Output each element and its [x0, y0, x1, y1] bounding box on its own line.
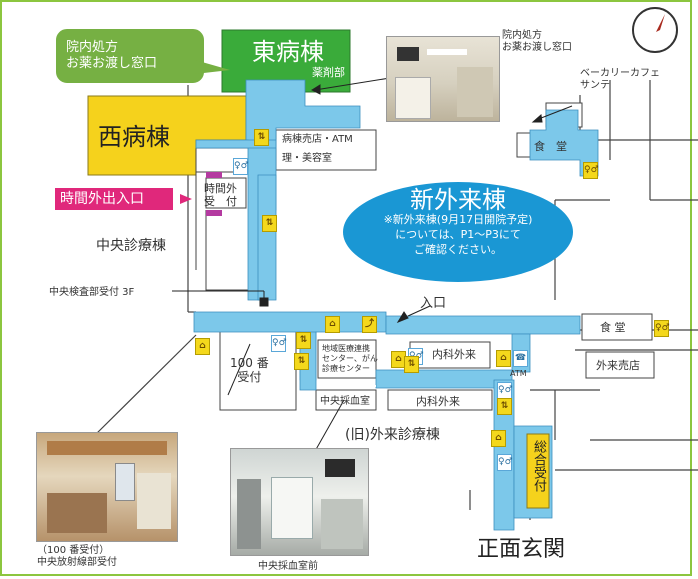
elevator-icon: ⇅ — [294, 353, 309, 370]
after-hours-bg — [55, 188, 173, 210]
internal-medicine-label-1: 内科外来 — [432, 348, 476, 361]
new-building-note: ※新外来棟(9月17日開院予定) については、P1〜P3にて ご確認ください。 — [383, 213, 533, 256]
stairs-icon: ⌂ — [195, 338, 210, 355]
stairs-icon: ⌂ — [325, 316, 340, 333]
elevator-icon: ⇅ — [254, 129, 269, 146]
restroom-icon: ♀♂ — [654, 320, 670, 337]
cafeteria-right-label: 食 堂 — [600, 321, 626, 334]
elevator-icon: ⇅ — [404, 356, 419, 373]
general-reception-label: 総合受付 — [531, 440, 546, 492]
old-outpatient-label: (旧)外来診療棟 — [345, 427, 440, 443]
photo-top-caption: 院内処方 お薬お渡し窓口 — [502, 30, 572, 53]
west-building-label: 西病棟 — [98, 123, 170, 151]
photo-bottom-left-caption: （100 番受付） 中央放射線部受付 — [37, 545, 117, 568]
outpatient-shop-label: 外来売店 — [596, 359, 640, 372]
restroom-icon: ♀♂ — [497, 382, 513, 399]
central-clinic-label: 中央診療棟 — [96, 238, 166, 254]
pink-bar — [206, 172, 222, 178]
entrance-label: 入口 — [420, 296, 447, 311]
regional-center-label: 地域医療連携 センター、がん 診療センター — [322, 344, 378, 373]
blood-collection-label: 中央採血室 — [320, 396, 370, 407]
arrow-right-icon — [180, 194, 192, 204]
telephone-icon: ☎ — [513, 350, 528, 367]
prescription-callout-bg — [54, 27, 206, 85]
elevator-icon: ⇅ — [262, 215, 277, 232]
elevator-icon: ⇅ — [296, 332, 311, 349]
barber-label: 理・美容室 — [282, 153, 332, 164]
new-outpatient-ellipse — [343, 182, 573, 282]
restroom-icon: ♀♂ — [583, 162, 599, 179]
elevator-icon: ⇅ — [497, 398, 512, 415]
after-hours-reception-label: 時間外 受 付 — [204, 182, 237, 208]
atm-label: ATM — [510, 369, 527, 378]
photo-reception-100 — [36, 432, 178, 542]
central-lab-label: 中央検査部受付 3F — [49, 287, 135, 298]
photo-blood-collection — [230, 448, 369, 556]
stairs-icon: ⌂ — [491, 430, 506, 447]
cafeteria-top-label: 食 堂 — [534, 140, 567, 153]
bakery-cafe-label: ベーカリーカフェ サンテ — [580, 68, 660, 91]
stairs-icon: ⌂ — [496, 350, 511, 367]
prescription-callout: 院内処方 お薬お渡し窓口 — [66, 40, 158, 71]
restroom-icon: ♀♂ — [497, 454, 513, 471]
new-outpatient-label: 新外来棟 — [410, 186, 506, 214]
general-reception — [526, 433, 550, 509]
reception-100-label: 100 番 受付 — [230, 356, 269, 384]
main-entrance-label: 正面玄関 — [477, 537, 566, 562]
pink-bar — [206, 210, 222, 216]
ward-shop-label: 病棟売店・ATM — [282, 134, 353, 145]
internal-medicine-label-2: 内科外来 — [416, 395, 460, 408]
compass-icon — [632, 7, 678, 53]
escalator-icon: ⤴ — [362, 316, 377, 333]
photo-prescription-window — [386, 36, 500, 122]
restroom-icon: ♀♂ — [233, 158, 249, 175]
after-hours-entrance-label: 時間外出入口 — [60, 191, 144, 207]
photo-bottom-mid-caption: 中央採血室前 — [258, 561, 318, 572]
east-building-label: 東病棟 — [252, 38, 324, 66]
pharmacy-label: 薬剤部 — [312, 66, 345, 79]
restroom-icon: ♀♂ — [271, 335, 287, 352]
